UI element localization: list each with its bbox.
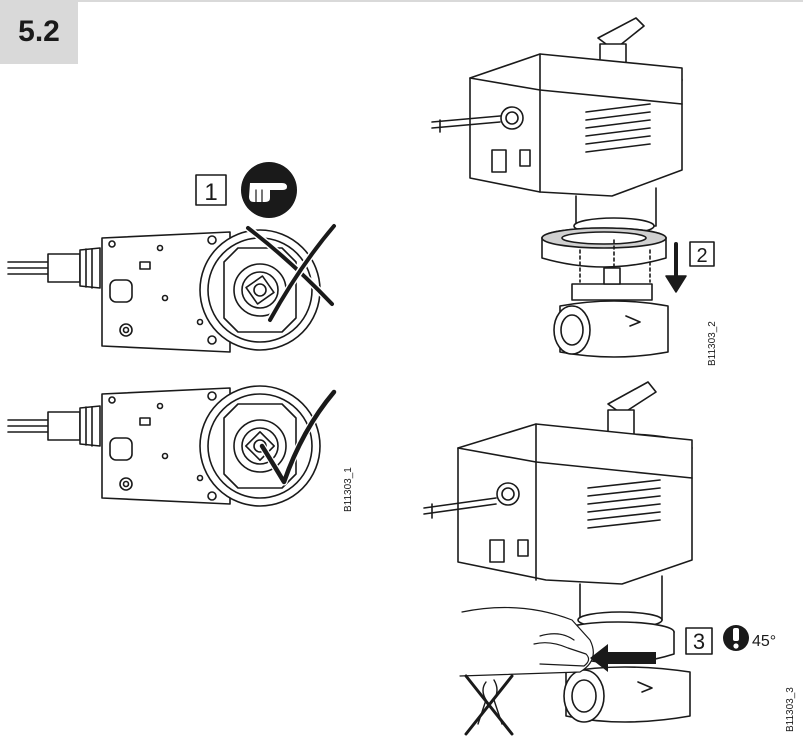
step2-number: 2	[696, 245, 707, 267]
section-badge: 5.2	[0, 0, 78, 64]
section-number: 5.2	[18, 15, 60, 48]
arrow-left-icon	[590, 644, 656, 672]
valve-body-bottom	[563, 666, 691, 723]
step2-label: 2	[689, 241, 715, 267]
hand-illustration	[459, 606, 594, 677]
step1-number: 1	[204, 179, 217, 206]
exclamation-warning-icon	[723, 625, 749, 651]
top-rule	[78, 0, 803, 2]
actuator-side-view-top	[431, 17, 683, 283]
valve-body-top	[553, 267, 669, 358]
figure-id-right-bottom: B11303_3	[785, 687, 796, 732]
figure-id-right-top: B11303_2	[707, 321, 718, 366]
step3-label: 3	[685, 627, 713, 655]
cable-correct	[7, 405, 101, 447]
actuator-side-view-bottom	[423, 381, 693, 664]
actuator-top-view-correct	[7, 385, 321, 507]
cable-wrong	[7, 247, 101, 289]
hand-pointing-icon	[241, 162, 297, 218]
checkmark-icon	[258, 388, 338, 486]
step1-label: 1	[195, 174, 227, 206]
step3-number: 3	[693, 629, 705, 654]
no-tools-icon	[464, 674, 514, 736]
rotation-angle-label: 45°	[752, 633, 776, 650]
figure-id-left: B11303_1	[343, 467, 354, 512]
cross-icon	[244, 222, 338, 324]
arrow-down-icon	[665, 242, 687, 293]
